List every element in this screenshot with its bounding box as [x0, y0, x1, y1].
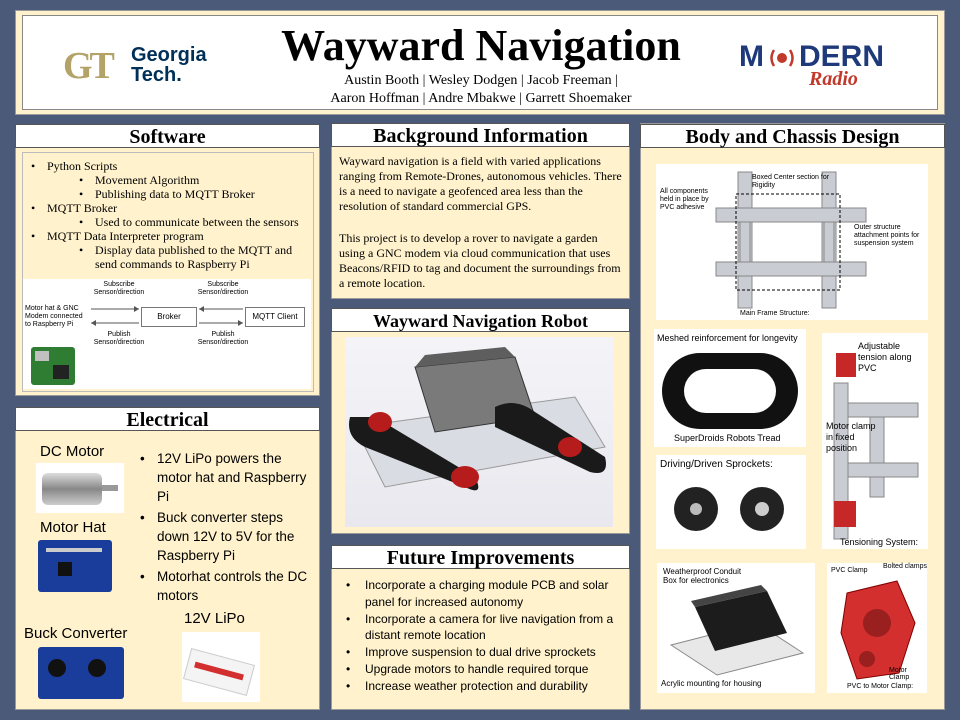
- buck-converter-label: Buck Converter: [24, 625, 128, 642]
- modern-radio: Radio: [809, 68, 858, 90]
- conduit-drawing: [669, 585, 805, 676]
- diagram-broker-box: Broker: [141, 307, 197, 327]
- tread-image: Meshed reinforcement for longevity Super…: [654, 329, 806, 447]
- electrical-heading: Electrical: [15, 407, 320, 431]
- robot-drawing: [349, 347, 606, 491]
- gt-text-georgia: Georgia: [131, 44, 207, 66]
- future-list: •Incorporate a charging module PCB and s…: [340, 577, 625, 695]
- raspberry-pi-image: [31, 347, 75, 385]
- clamp-drawing: [840, 580, 916, 680]
- tread-drawing: [662, 353, 798, 429]
- diagram-pub2: Publish Sensor/direction: [197, 331, 249, 346]
- clamp-label-motor: Motor Clamp: [889, 667, 910, 681]
- list-item: •MQTT Broker: [31, 201, 118, 215]
- tensioning-image: Adjustable tension along PVC Motor clamp…: [822, 333, 928, 549]
- list-item: •Incorporate a charging module PCB and s…: [346, 578, 609, 609]
- background-heading: Background Information: [331, 123, 630, 147]
- tension-label-adjustable: Adjustable tension along PVC: [858, 341, 912, 373]
- lipo-label: 12V LiPo: [184, 610, 245, 627]
- header-inner: GT Georgia Tech. Wayward Navigation Aust…: [22, 15, 938, 110]
- motor-hat-label: Motor Hat: [40, 519, 106, 536]
- georgia-tech-logo: GT Georgia Tech.: [63, 42, 223, 87]
- modern-m: M: [739, 40, 764, 73]
- list-item: •Movement Algorithm: [79, 173, 200, 187]
- authors-line1: Austin Booth | Wesley Dodgen | Jacob Fre…: [344, 73, 618, 88]
- buck-converter-image: [38, 647, 124, 699]
- frame-label-main: Main Frame Structure:: [740, 310, 810, 317]
- poster-title: Wayward Navigation: [281, 21, 681, 70]
- motor-hat-image: [38, 540, 112, 592]
- list-item: •Motorhat controls the DC motors: [140, 569, 308, 603]
- background-para1: Wayward navigation is a field with varie…: [339, 154, 622, 213]
- diagram-left-box: Motor hat & GNC Modem connected to Raspb…: [25, 305, 83, 328]
- gt-mark: GT: [63, 45, 115, 87]
- diagram-client-box: MQTT Client: [245, 307, 305, 327]
- frame-label-outer: Outer structure attachment points for su…: [854, 224, 920, 247]
- list-item: •MQTT Data Interpreter program: [31, 229, 204, 243]
- clamp-label-bolted: Bolted clamps: [883, 563, 927, 570]
- clamp-label-pvc: PVC Clamp: [831, 567, 868, 574]
- mqtt-diagram: Motor hat & GNC Modem connected to Raspb…: [23, 279, 311, 389]
- dc-motor-label: DC Motor: [40, 443, 105, 460]
- tread-label-top: Meshed reinforcement for longevity: [657, 333, 798, 343]
- tread-label-bottom: SuperDroids Robots Tread: [674, 433, 781, 443]
- frame-label-boxed: Boxed Center section for Rigidity: [752, 174, 830, 189]
- list-item: •Display data published to the MQTT and …: [79, 243, 293, 271]
- modern-dern: DERN: [799, 40, 885, 73]
- radio-waves-icon: [770, 49, 794, 67]
- list-item: •12V LiPo powers the motor hat and Raspb…: [140, 451, 307, 504]
- conduit-label-top: Weatherproof Conduit Box for electronics: [663, 567, 742, 585]
- clamp-label-pvc-motor: PVC to Motor Clamp:: [847, 683, 914, 690]
- software-content: •Python Scripts •Movement Algorithm •Pub…: [22, 152, 314, 392]
- sprockets-label: Driving/Driven Sprockets:: [660, 459, 773, 470]
- frame-label-components: All components held in place by PVC adhe…: [660, 188, 709, 211]
- modern-radio-logo: M DERN Radio: [739, 38, 919, 93]
- tension-label-system: Tensioning System:: [840, 537, 919, 547]
- diagram-sub1: Subscribe Sensor/direction: [93, 281, 145, 296]
- software-list: •Python Scripts •Movement Algorithm •Pub…: [29, 159, 309, 271]
- diagram-sub2: Subscribe Sensor/direction: [197, 281, 249, 296]
- background-para2: This project is to develop a rover to na…: [339, 231, 621, 290]
- dc-motor-image: [36, 463, 124, 513]
- list-item: •Publishing data to MQTT Broker: [79, 187, 255, 201]
- robot-render-image: [345, 337, 613, 527]
- software-heading: Software: [15, 124, 320, 148]
- future-heading: Future Improvements: [331, 545, 630, 569]
- tension-drawing: [833, 353, 919, 540]
- list-item: •Increase weather protection and durabil…: [346, 678, 588, 693]
- list-item: •Incorporate a camera for live navigatio…: [346, 611, 614, 643]
- list-item: •Python Scripts: [31, 159, 118, 173]
- diagram-arrows: [91, 306, 243, 326]
- sprockets-image: Driving/Driven Sprockets:: [656, 455, 806, 549]
- diagram-pub1: Publish Sensor/direction: [93, 331, 145, 346]
- sprockets-drawing: [674, 487, 784, 531]
- robot-heading: Wayward Navigation Robot: [331, 308, 630, 332]
- header-banner: GT Georgia Tech. Wayward Navigation Aust…: [15, 10, 945, 115]
- future-panel: [331, 545, 630, 710]
- conduit-label-bottom: Acrylic mounting for housing: [661, 679, 762, 688]
- pvc-clamp-image: PVC Clamp Bolted clamps Motor Clamp PVC …: [827, 563, 927, 693]
- gt-text-tech: Tech.: [131, 64, 182, 86]
- tension-label-clamp: Motor clamp in fixed position: [826, 421, 876, 453]
- list-item: •Used to communicate between the sensors: [79, 215, 299, 229]
- conduit-box-image: Weatherproof Conduit Box for electronics…: [657, 563, 815, 693]
- main-frame-image: All components held in place by PVC adhe…: [656, 164, 928, 320]
- chassis-heading: Body and Chassis Design: [640, 124, 945, 148]
- lipo-image: [182, 632, 260, 702]
- list-item: •Improve suspension to dual drive sprock…: [346, 645, 596, 660]
- list-item: •Buck converter steps down 12V to 5V for…: [140, 510, 295, 563]
- electrical-list: •12V LiPo powers the motor hat and Raspb…: [138, 449, 318, 605]
- frame-drawing: [715, 171, 867, 309]
- list-item: •Upgrade motors to handle required torqu…: [346, 661, 589, 676]
- authors-line2: Aaron Hoffman | Andre Mbakwe | Garrett S…: [330, 91, 632, 106]
